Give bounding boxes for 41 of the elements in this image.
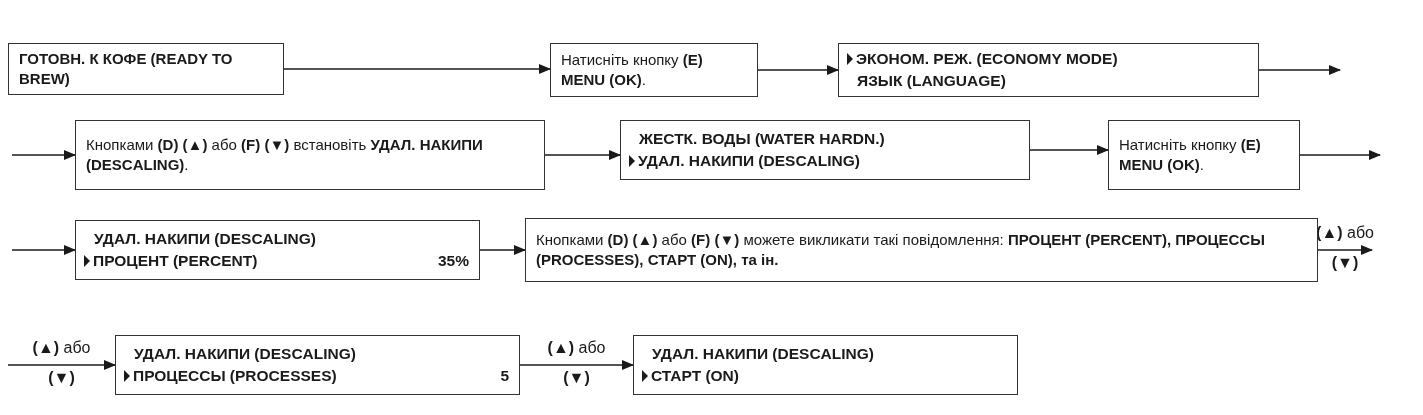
instruction-text: Кнопками (D) (▲) або (F) (▼) встановіть УДАЛ. НАКИПИ (DESCALING). [86,135,484,175]
display-box [75,220,480,280]
instruction-text: Кнопками (D) (▲) або (F) (▼) можете викликати такі повідомлення: ПРОЦЕНТ (PERCENT), ПРОЦЕССЫ (PROCESSES), СТАРТ (ON), та ін. [536,230,1266,270]
display-box [8,43,284,95]
display-box [525,218,1318,282]
display-box [115,335,520,395]
menu-value: 35% [437,251,469,271]
arrow [11,245,76,255]
arrow [7,360,116,370]
edge-label: (▲) або (▼) [31,338,92,388]
instruction-text: ГОТОВН. К КОФЕ (READY TO BREW) [19,49,234,89]
menu-line: ПРОЦЕССЫ (PROCESSES) [133,366,337,386]
menu-line: ПРОЦЕНТ (PERCENT) [93,251,258,271]
display-box [1108,120,1300,190]
arrow [757,65,839,75]
arrow [544,150,621,160]
display-box [550,43,758,97]
instruction-text: Натисніть кнопку (E) MENU (OK). [1119,135,1262,175]
arrow [1317,245,1373,255]
arrow [11,150,76,160]
menu-line: УДАЛ. НАКИПИ (DESCALING) [652,344,874,364]
arrow [1029,145,1109,155]
arrow [1299,150,1381,160]
instruction-text: Натисніть кнопку (E) MENU (OK). [561,50,704,90]
display-box [75,120,545,190]
menu-value: 5 [500,366,509,386]
display-box [838,43,1259,97]
menu-line: ЭКОНОМ. РЕЖ. (ECONOMY MODE) [856,49,1118,69]
edge-label: (▲) або (▼) [546,338,607,388]
arrow [1258,65,1341,75]
display-box [620,120,1030,180]
arrow [519,360,634,370]
menu-line: ЯЗЫК (LANGUAGE) [857,71,1006,91]
menu-line: УДАЛ. НАКИПИ (DESCALING) [94,229,316,249]
arrow [479,245,526,255]
menu-line: ЖЕСТК. ВОДЫ (WATER HARDN.) [639,129,885,149]
menu-line: УДАЛ. НАКИПИ (DESCALING) [638,151,860,171]
display-box [633,335,1018,395]
menu-line: УДАЛ. НАКИПИ (DESCALING) [134,344,356,364]
menu-line: СТАРТ (ON) [651,366,739,386]
arrow [283,64,551,74]
